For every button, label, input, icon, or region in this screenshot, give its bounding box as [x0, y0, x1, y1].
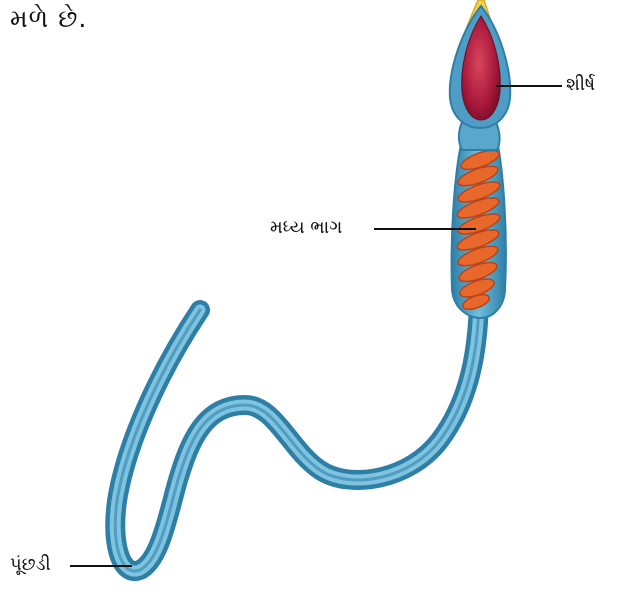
- tail-outer: [115, 300, 479, 571]
- midpiece-label: મધ્ય ભાગ: [270, 217, 342, 238]
- tail-label: પૂંછડી: [10, 554, 51, 575]
- head-label: શીર્ષ: [566, 74, 595, 95]
- head: [450, 0, 510, 128]
- tail: [115, 300, 479, 571]
